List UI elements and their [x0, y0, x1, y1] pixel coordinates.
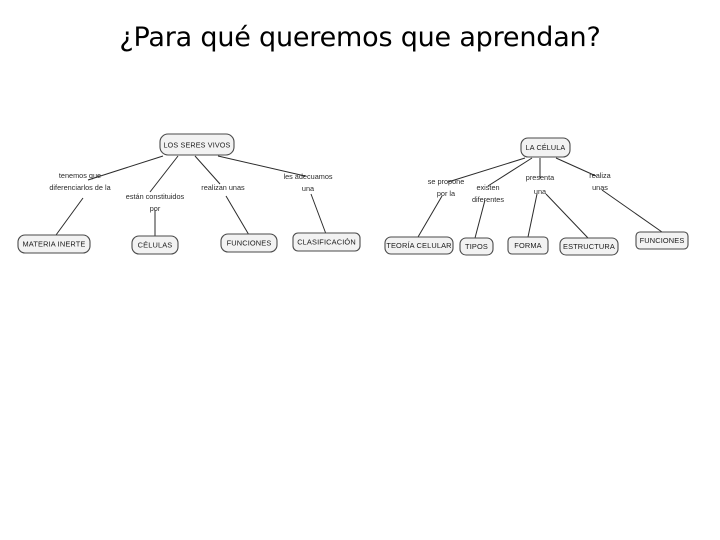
- node-funciones-label: FUNCIONES: [227, 238, 272, 247]
- edge-label-to-forma: [527, 193, 538, 238]
- node-tipos-box: [459, 237, 494, 256]
- node-clasificacion-label: CLASIFICACIÓN: [297, 237, 356, 246]
- node-la-celula-label: LA CÉLULA: [526, 143, 566, 152]
- edge-label-tipos-line2: diferentes: [472, 195, 504, 204]
- edge-label-clasificacion-line2: una: [302, 184, 315, 193]
- edge-label-teoria-celular: se propone por la: [428, 177, 465, 198]
- edge-label-funciones: realizan unas: [201, 183, 245, 192]
- edge-label-to-materia-inerte: [55, 197, 84, 236]
- node-funciones[interactable]: FUNCIONES: [220, 233, 278, 253]
- edge-label-to-funciones: [601, 189, 663, 233]
- edge-label-materia-inerte-line2: diferenciarlos de la: [49, 183, 111, 192]
- node-los-seres-vivos[interactable]: LOS SERES VIVOS: [159, 133, 235, 156]
- node-los-seres-vivos-box: [159, 133, 235, 156]
- node-forma[interactable]: FORMA: [507, 236, 549, 255]
- edge-label-teoria-celular-line1: se propone: [428, 177, 465, 186]
- node-celulas-label: CÉLULAS: [138, 240, 173, 249]
- edge-label-funciones-line1: realizan unas: [201, 183, 245, 192]
- edge-label-tipos: existen diferentes: [472, 183, 504, 204]
- edge-label-to-clasificacion: [310, 193, 327, 235]
- concept-maps-area: LOS SERES VIVOS tenemos que diferenciarl…: [0, 110, 720, 285]
- edge-label-funciones-line1: realiza: [589, 171, 611, 180]
- node-celulas-box: [131, 235, 179, 255]
- edge-label-forma-line2: una: [534, 187, 547, 196]
- node-teoria-celular-box: [384, 236, 454, 255]
- node-estructura-box: [559, 237, 619, 256]
- node-funciones-celula[interactable]: FUNCIONES: [635, 231, 689, 250]
- node-funciones-box: [220, 233, 278, 253]
- edge-label-materia-inerte: tenemos que diferenciarlos de la: [49, 171, 111, 192]
- edge-label-funciones-line2: unas: [592, 183, 608, 192]
- edge-label-forma-estructura: presenta una: [526, 173, 555, 196]
- concept-map-seres-vivos: LOS SERES VIVOS tenemos que diferenciarl…: [17, 133, 361, 255]
- edge-label-to-funciones: [225, 195, 250, 236]
- node-funciones-celula-box: [635, 231, 689, 250]
- node-teoria-celular-label: TEORÍA CELULAR: [386, 241, 451, 250]
- node-materia-inerte-box: [17, 234, 91, 254]
- node-tipos-label: TIPOS: [465, 242, 488, 251]
- concept-map-la-celula: LA CÉLULA se propone por la existen dife…: [384, 137, 689, 256]
- edge-label-celulas-line1: están constituidos: [126, 192, 185, 201]
- node-tipos[interactable]: TIPOS: [459, 237, 494, 256]
- edge-label-to-tipos: [474, 199, 486, 239]
- edge-root-to-clasificacion-label: [217, 155, 306, 177]
- edge-root-to-celulas-label: [149, 155, 179, 193]
- edge-label-celulas: están constituidos por: [126, 192, 185, 213]
- node-clasificacion[interactable]: CLASIFICACIÓN: [292, 232, 361, 252]
- edge-root-to-teoria-celular-label: [447, 157, 526, 183]
- node-los-seres-vivos-label: LOS SERES VIVOS: [164, 140, 231, 149]
- edge-label-clasificacion-line1: les adecuamos: [283, 172, 332, 181]
- edge-label-clasificacion: les adecuamos una: [283, 172, 332, 193]
- edge-root-to-funciones-label: [555, 157, 597, 177]
- node-materia-inerte-label: MATERIA INERTE: [22, 239, 85, 248]
- edge-label-celulas-line2: por: [150, 204, 161, 213]
- node-estructura[interactable]: ESTRUCTURA: [559, 237, 619, 256]
- node-forma-label: FORMA: [514, 241, 541, 250]
- page-title: ¿Para qué queremos que aprendan?: [119, 22, 601, 53]
- edge-root-to-funciones-label: [194, 155, 221, 185]
- edge-label-materia-inerte-line1: tenemos que: [59, 171, 101, 180]
- node-celulas[interactable]: CÉLULAS: [131, 235, 179, 255]
- edge-root-to-materia-inerte-label: [87, 155, 164, 181]
- node-estructura-label: ESTRUCTURA: [563, 242, 615, 251]
- edge-label-to-estructura: [545, 193, 589, 239]
- node-forma-box: [507, 236, 549, 255]
- node-materia-inerte[interactable]: MATERIA INERTE: [17, 234, 91, 254]
- edge-label-teoria-celular-line2: por la: [437, 189, 456, 198]
- edge-root-to-tipos-label: [487, 157, 533, 187]
- edge-label-funciones: realiza unas: [589, 171, 611, 192]
- node-la-celula-box: [520, 137, 571, 158]
- edge-label-forma-line1: presenta: [526, 173, 555, 182]
- edge-label-to-teoria-celular: [417, 195, 443, 238]
- node-funciones-celula-label: FUNCIONES: [640, 236, 685, 245]
- edge-label-tipos-line1: existen: [476, 183, 499, 192]
- node-clasificacion-box: [292, 232, 361, 252]
- node-teoria-celular[interactable]: TEORÍA CELULAR: [384, 236, 454, 255]
- node-la-celula[interactable]: LA CÉLULA: [520, 137, 571, 158]
